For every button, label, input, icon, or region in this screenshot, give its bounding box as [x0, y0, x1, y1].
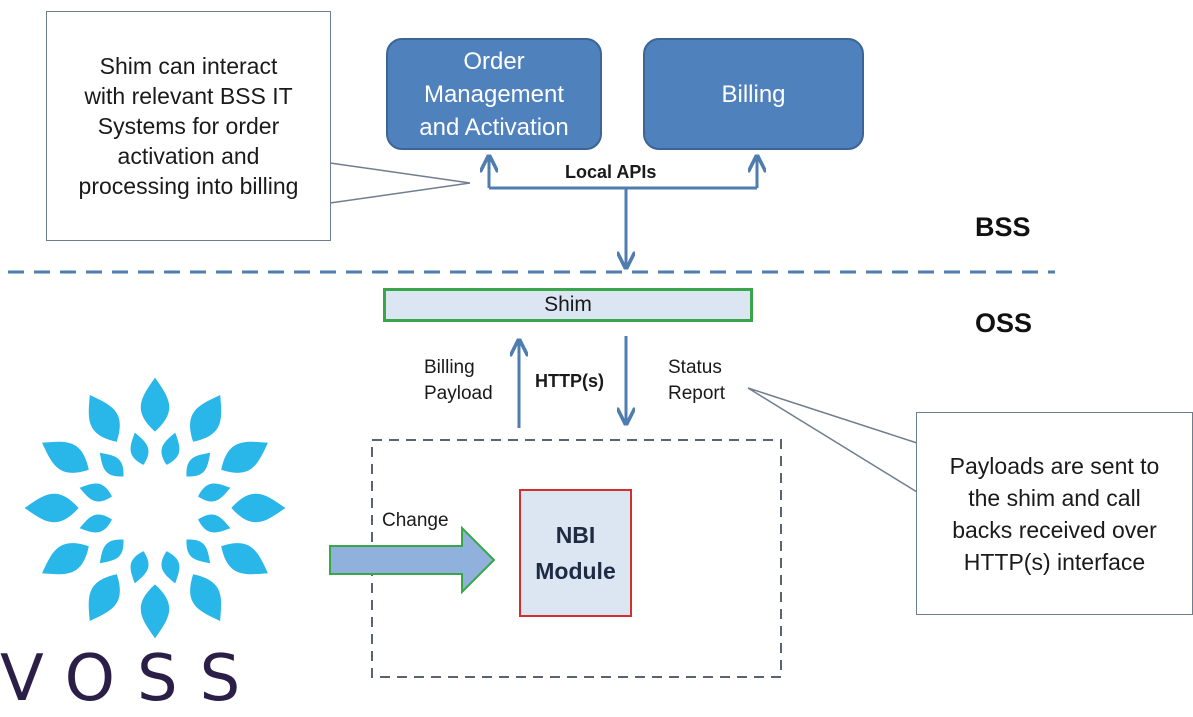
shim-box: Shim — [383, 288, 753, 322]
change-label: Change — [382, 510, 449, 531]
http-label: HTTP(s) — [535, 371, 604, 391]
callout-left-line: with relevant BSS IT — [84, 83, 293, 109]
voss-logo-wordmark: VOSS — [0, 642, 263, 716]
callout-right-pointer — [747, 387, 918, 493]
voss-petal — [190, 574, 222, 621]
voss-petal — [130, 551, 149, 584]
status-report-line: Status — [668, 357, 722, 378]
voss-petal — [221, 543, 268, 575]
voss-petal — [190, 395, 222, 442]
callout-payloads: Payloads are sent to the shim and call b… — [916, 412, 1193, 615]
callout-right-line: backs received over — [952, 516, 1157, 543]
voss-petal — [198, 514, 231, 533]
order-mgmt-line: Order — [463, 47, 525, 75]
billing-box: Billing — [643, 38, 864, 150]
nbi-module-box: NBI Module — [519, 489, 632, 617]
voss-petal — [161, 551, 180, 584]
nbi-line: NBI — [555, 522, 596, 548]
voss-petal — [79, 483, 112, 502]
billing-payload-line: Payload — [424, 383, 493, 404]
billing-label: Billing — [721, 80, 786, 108]
voss-petal — [99, 452, 124, 477]
billing-payload-label: Billing Payload — [424, 355, 493, 407]
voss-petal — [186, 452, 211, 477]
status-report-line: Report — [668, 383, 726, 404]
voss-petal — [140, 377, 170, 432]
voss-petal — [88, 574, 120, 621]
callout-right-line: the shim and call — [968, 484, 1141, 511]
voss-petal — [88, 395, 120, 442]
voss-petal — [221, 441, 268, 473]
callout-left-line: Systems for order — [97, 113, 280, 139]
callout-left-line: Shim can interact — [99, 53, 278, 79]
order-management-box: Order Management and Activation — [386, 38, 602, 150]
voss-petal — [24, 493, 79, 523]
change-arrow — [329, 525, 496, 595]
voss-logo-mark — [24, 377, 286, 639]
voss-petal — [140, 584, 170, 639]
callout-left-line: processing into billing — [78, 173, 299, 199]
shim-label: Shim — [544, 293, 592, 316]
bss-layer-label: BSS — [975, 212, 1031, 242]
oss-layer-label: OSS — [975, 308, 1033, 338]
voss-petal — [79, 514, 112, 533]
callout-left-pointer — [329, 162, 471, 204]
voss-petal — [99, 539, 124, 564]
billing-payload-line: Billing — [424, 357, 475, 378]
order-mgmt-line: and Activation — [419, 113, 569, 141]
voss-petal — [130, 432, 149, 465]
voss-petal — [198, 483, 231, 502]
voss-petal — [161, 432, 180, 465]
callout-right-line: HTTP(s) interface — [963, 548, 1146, 575]
callout-right-line: Payloads are sent to — [949, 452, 1160, 479]
nbi-line: Module — [535, 558, 616, 584]
voss-petal — [231, 493, 286, 523]
callout-left-line: activation and — [117, 143, 260, 169]
order-mgmt-line: Management — [423, 80, 565, 108]
callout-shim-interaction: Shim can interact with relevant BSS IT S… — [46, 11, 331, 241]
voss-petal — [42, 441, 89, 473]
voss-petal — [42, 543, 89, 575]
status-report-label: Status Report — [668, 355, 725, 407]
callout-left-text: Shim can interact with relevant BSS IT S… — [79, 51, 299, 201]
voss-petal — [186, 539, 211, 564]
local-apis-label: Local APIs — [565, 162, 657, 182]
